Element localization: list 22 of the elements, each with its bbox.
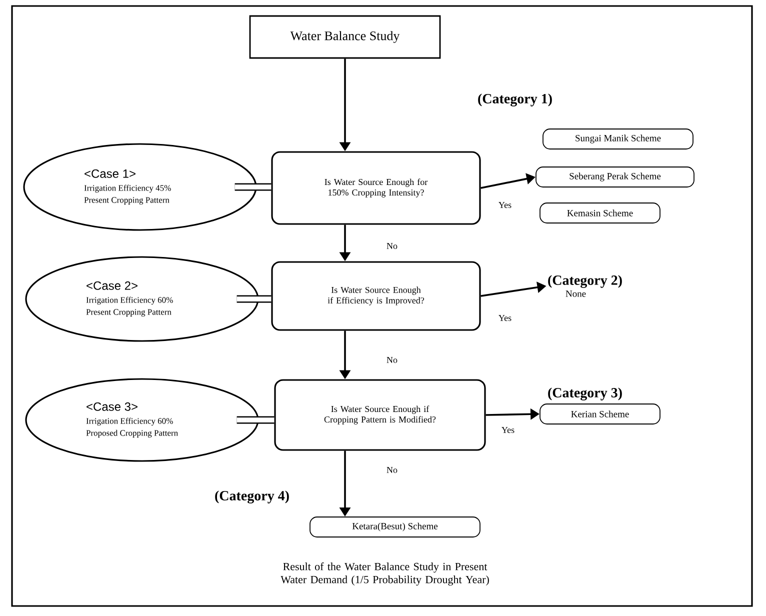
- edge-label: No: [386, 466, 398, 474]
- scheme-pill: Ketara(Besut) Scheme: [310, 516, 480, 538]
- scheme-pill: Sungai Manik Scheme: [542, 128, 694, 150]
- decision-box: Is Water Source Enough if Efficiency is Improved?: [271, 261, 481, 331]
- decision-box: Is Water Source Enough for 150% Cropping Intensity?: [271, 151, 481, 225]
- title-box: Water Balance Study: [249, 15, 441, 59]
- connector-bar: [234, 183, 272, 191]
- edge-label: Yes: [497, 314, 513, 322]
- edge-label: Yes: [497, 201, 513, 209]
- decision-box: Is Water Source Enough if Cropping Pattern is Modified?: [274, 379, 486, 451]
- caption: Result of the Water Balance Study in Present Water Demand (1/5 Probability Drought Year): [280, 562, 489, 586]
- scheme-pill: Kemasin Scheme: [540, 202, 660, 224]
- edge-label: No: [386, 242, 398, 250]
- edge-label: Yes: [500, 426, 516, 434]
- edge-label: No: [386, 356, 398, 364]
- scheme-pill: Kerian Scheme: [540, 404, 660, 424]
- connector-bar: [236, 416, 274, 424]
- scheme-pill: Seberang Perak Scheme: [536, 166, 694, 188]
- connector-bar: [236, 295, 272, 303]
- category-heading: (Category 4): [215, 490, 289, 504]
- category-text: (Category 2) None: [548, 275, 622, 297]
- category-heading: (Category 1): [478, 94, 552, 106]
